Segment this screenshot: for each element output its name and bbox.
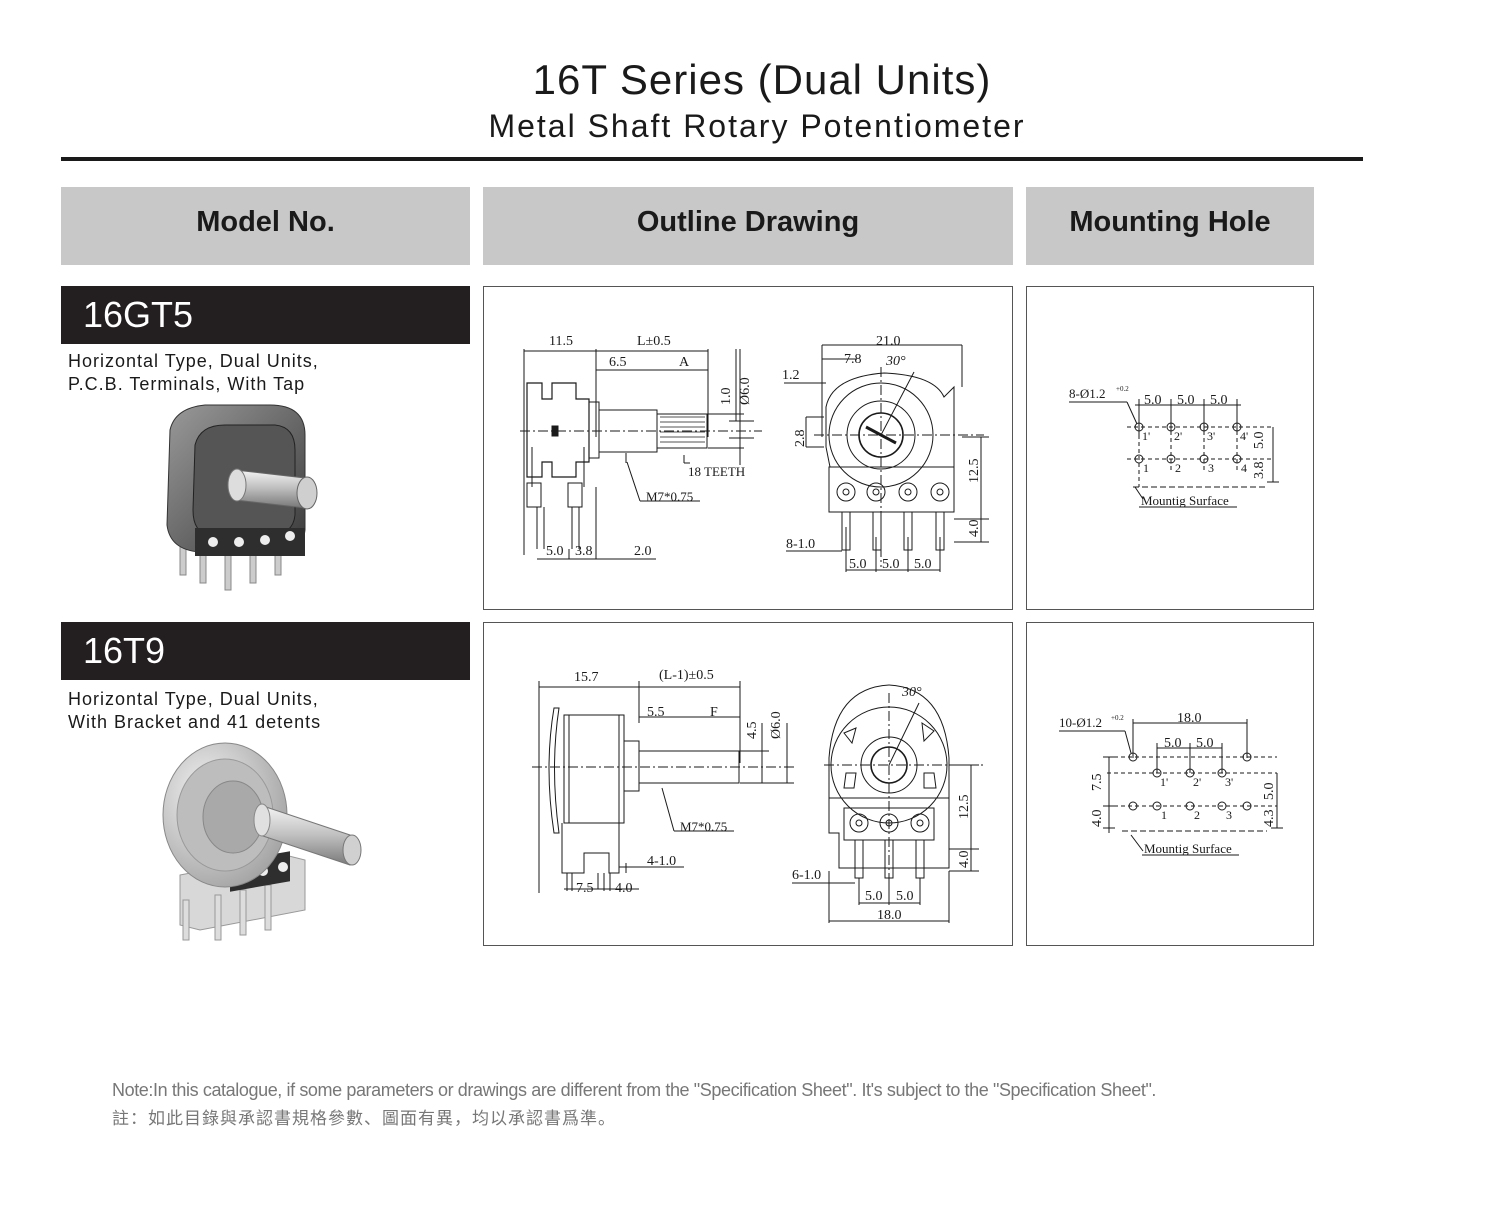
mount-label: 5.0	[1196, 736, 1214, 751]
pin-label: 3'	[1207, 429, 1215, 443]
pin-label: 1	[1161, 808, 1167, 822]
page-subtitle: Metal Shaft Rotary Potentiometer	[488, 108, 1026, 144]
model-description-16gt5: Horizontal Type, Dual Units, P.C.B. Term…	[68, 350, 319, 396]
outline-drawing-16t9: 15.7 (L-1)±0.5 5.5 F 4.5 Ø6.0 M7*0.75 4-…	[483, 622, 1013, 946]
pin-label: 2	[1175, 461, 1181, 475]
dim-label: 18 TEETH	[688, 464, 745, 479]
dim-label: 4.5	[745, 722, 760, 740]
mount-label: 10-Ø1.2	[1059, 715, 1102, 730]
pin-label: 1'	[1142, 429, 1150, 443]
pin-label: 2'	[1174, 429, 1182, 443]
description-line: With Bracket and 41 detents	[68, 712, 322, 732]
dim-label: 30°	[901, 685, 922, 700]
description-line: Horizontal Type, Dual Units,	[68, 689, 319, 709]
dim-label: 6.5	[609, 355, 627, 370]
column-header-mounting: Mounting Hole	[1026, 187, 1314, 265]
mount-label: 3.8	[1252, 462, 1267, 480]
description-line: Horizontal Type, Dual Units,	[68, 351, 319, 371]
dim-label: L±0.5	[637, 334, 671, 349]
mount-surface-label: Mountig Surface	[1144, 841, 1232, 856]
column-header-model: Model No.	[61, 187, 470, 265]
dim-label: Ø6.0	[738, 377, 753, 405]
dim-label: 1.2	[782, 368, 800, 383]
dim-label: 5.0	[865, 889, 883, 904]
pin-label: 4'	[1240, 429, 1248, 443]
mount-label: 4.3	[1262, 810, 1277, 828]
footer-note-chinese: 註：如此目錄與承認書規格參數、圖面有異，均以承認書爲準。	[112, 1109, 616, 1128]
dim-label: 11.5	[549, 334, 573, 349]
dim-label: (L-1)±0.5	[659, 668, 714, 683]
mounting-hole-16gt5: 8-Ø1.2 +0.2 5.0 5.0 5.0 5.0 3.8 1' 2' 3'…	[1026, 286, 1314, 610]
model-name-16t9: 16T9	[61, 622, 470, 680]
mount-label: 5.0	[1144, 393, 1162, 408]
mount-label: 5.0	[1210, 393, 1228, 408]
mount-label: 4.0	[1090, 810, 1105, 828]
dim-label: M7*0.75	[646, 489, 693, 504]
dim-label: 6-1.0	[792, 868, 821, 883]
dim-label: A	[679, 355, 690, 370]
dim-label: 18.0	[877, 908, 902, 923]
mount-label: 5.0	[1262, 783, 1277, 801]
pin-label: 1	[1143, 461, 1149, 475]
model-name-16gt5: 16GT5	[61, 286, 470, 344]
mount-label: 7.5	[1090, 774, 1105, 792]
dim-label: 7.8	[844, 352, 862, 367]
mounting-hole-16t9: 10-Ø1.2 +0.2 18.0 5.0 5.0 7.5 4.0 5.0 4.…	[1026, 622, 1314, 946]
model-description-16t9: Horizontal Type, Dual Units, With Bracke…	[68, 688, 321, 734]
column-header-outline: Outline Drawing	[483, 187, 1013, 265]
footer-note-english: Note:In this catalogue, if some paramete…	[112, 1080, 1157, 1100]
outline-drawing-16gt5: 11.5 L±0.5 6.5 A 1.0 Ø6.0 18 TEETH M7*0.…	[483, 286, 1013, 610]
pin-label: 2'	[1193, 775, 1201, 789]
side-view	[532, 681, 794, 893]
dim-label: 30°	[885, 354, 906, 369]
title-divider	[61, 157, 1363, 161]
dim-label: 5.5	[647, 705, 665, 720]
mount-label: 18.0	[1177, 711, 1202, 726]
product-photo-16gt5	[166, 404, 318, 591]
mount-label: 5.0	[1252, 432, 1267, 450]
front-view	[784, 344, 989, 572]
dim-label: M7*0.75	[680, 819, 727, 834]
dim-label: 12.5	[967, 459, 982, 484]
dim-label: 4.0	[967, 520, 982, 538]
description-line: P.C.B. Terminals, With Tap	[68, 374, 306, 394]
side-view	[520, 349, 762, 560]
pin-label: 3'	[1225, 775, 1233, 789]
front-view	[792, 684, 984, 923]
dim-label: 3.8	[575, 544, 593, 559]
dim-label: 8-1.0	[786, 537, 815, 552]
dim-label: 5.0	[914, 557, 932, 572]
mount-label: 5.0	[1164, 736, 1182, 751]
mount-surface-label: Mountig Surface	[1141, 493, 1229, 508]
dim-label: 1.0	[719, 388, 734, 406]
mount-label: 8-Ø1.2	[1069, 386, 1105, 401]
product-photo-16t9	[162, 742, 362, 941]
page-title: 16T Series (Dual Units)	[532, 56, 992, 103]
pin-label: 2	[1194, 808, 1200, 822]
pin-label: 4	[1241, 461, 1247, 475]
mount-label: 5.0	[1177, 393, 1195, 408]
dim-label: 7.5	[576, 881, 594, 896]
dim-label: F	[710, 705, 718, 720]
pin-label: 3	[1208, 461, 1214, 475]
dim-label: 4.0	[615, 881, 633, 896]
mount-label: +0.2	[1116, 385, 1129, 393]
dim-label: 4-1.0	[647, 854, 676, 869]
dim-label: 2.8	[793, 430, 808, 448]
dim-label: 2.0	[634, 544, 652, 559]
pin-label: 3	[1226, 808, 1232, 822]
dim-label: Ø6.0	[769, 711, 784, 739]
dim-label: 15.7	[574, 670, 599, 685]
dim-label: 21.0	[876, 334, 901, 349]
dim-label: 5.0	[849, 557, 867, 572]
dim-label: 4.0	[957, 851, 972, 869]
dim-label: 5.0	[896, 889, 914, 904]
dim-label: 5.0	[882, 557, 900, 572]
dim-label: 12.5	[957, 795, 972, 820]
dim-label: 5.0	[546, 544, 564, 559]
mount-label: +0.2	[1111, 714, 1124, 722]
pin-label: 1'	[1160, 775, 1168, 789]
